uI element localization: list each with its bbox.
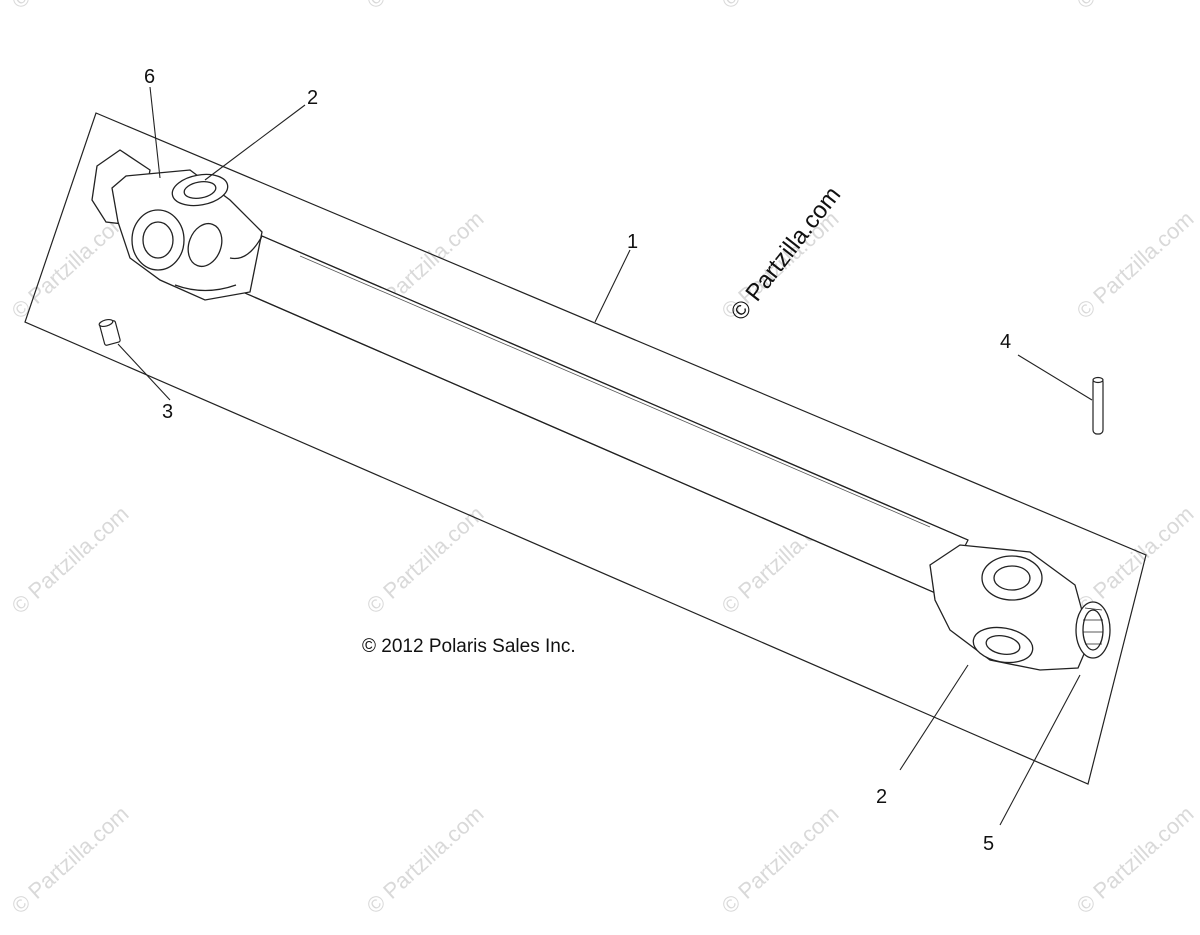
callout-2-top: 2 <box>307 87 318 109</box>
roll-pin <box>1092 376 1104 435</box>
watermark-text: © Partzilla.com <box>1072 501 1199 619</box>
callout-4: 4 <box>1000 331 1011 353</box>
right-u-joint <box>929 544 1111 671</box>
watermark-text: © Partzilla.com <box>362 501 489 619</box>
assembly-frame <box>24 112 1147 785</box>
copyright-notice: © 2012 Polaris Sales Inc. <box>362 636 576 657</box>
watermark-text: © Partzilla.com <box>362 801 489 919</box>
watermark-text: © Partzilla.com <box>1072 0 1199 14</box>
grease-fitting <box>98 318 121 346</box>
watermark-text: © Partzilla.com <box>1072 206 1199 324</box>
watermark-text: © Partzilla.com <box>7 501 134 619</box>
watermark-text: © Partzilla.com <box>7 0 134 14</box>
callout-2-bottom: 2 <box>876 786 887 808</box>
watermark-text: © Partzilla.com <box>717 0 844 14</box>
callout-5: 5 <box>983 833 994 855</box>
watermark-text: © Partzilla.com <box>362 0 489 14</box>
brand-stamp: © Partzilla.com <box>725 182 846 326</box>
callout-1: 1 <box>627 231 638 253</box>
callout-6: 6 <box>144 66 155 88</box>
watermark-text: © Partzilla.com <box>7 801 134 919</box>
watermark-layer: © Partzilla.com © Partzilla.com © Partzill… <box>7 0 1199 919</box>
left-u-joint <box>91 149 263 301</box>
watermark-text: © Partzilla.com <box>717 801 844 919</box>
leader-lines <box>117 86 1093 826</box>
drive-shaft-tube <box>237 235 969 596</box>
watermark-text: © Partzilla.com <box>1072 801 1199 919</box>
callout-3: 3 <box>162 401 173 423</box>
